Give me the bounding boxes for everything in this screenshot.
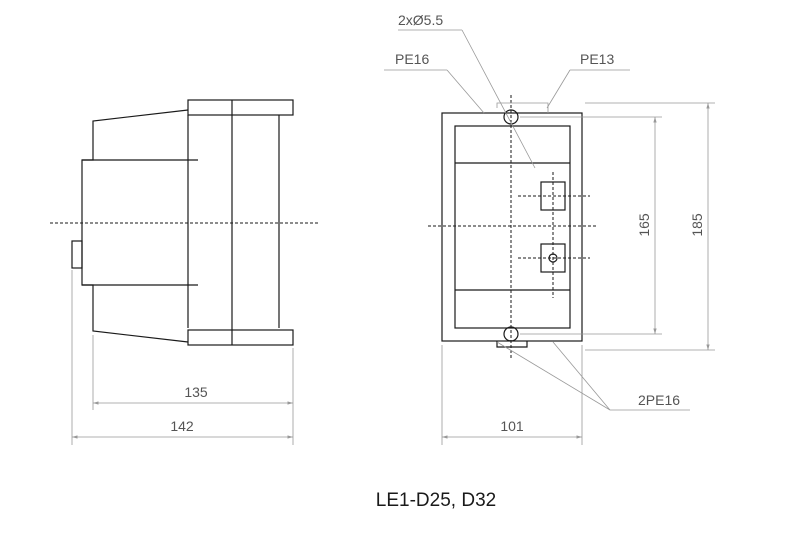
side-top-clip [187,99,294,116]
leader-pe13 [546,69,571,109]
top-tab-outline [496,102,549,113]
callout-pe13: PE13 [580,51,614,67]
dim-label-185: 185 [689,213,705,237]
front-dimensions: 101 165 185 [441,102,715,445]
leader-pe16 [446,69,485,114]
callouts: 2xØ5.5 PE16 PE13 2PE16 [384,12,690,411]
drawing-title: LE1-D25, D32 [376,490,496,511]
dim-label-101: 101 [500,418,524,434]
dim-label-135: 135 [184,384,208,400]
leader-2pe16-a [496,341,611,411]
front-bottom-tab [496,341,528,348]
side-bottom-clip [187,329,294,346]
mounting-hole-bottom [503,326,519,342]
dim-label-165: 165 [636,213,652,237]
front-outer-frame [441,112,583,342]
leader-2pe16-b [552,341,611,411]
callout-pe16: PE16 [395,51,429,67]
callout-2pe16: 2PE16 [638,392,680,408]
side-view [50,99,318,346]
side-dimensions: 135 142 [71,270,294,445]
callout-holes: 2xØ5.5 [398,12,443,28]
side-body-outline [81,109,189,343]
leader-holes [461,29,536,169]
side-terminal-tab [71,240,83,269]
front-view [428,95,598,360]
dim-label-142: 142 [170,418,194,434]
